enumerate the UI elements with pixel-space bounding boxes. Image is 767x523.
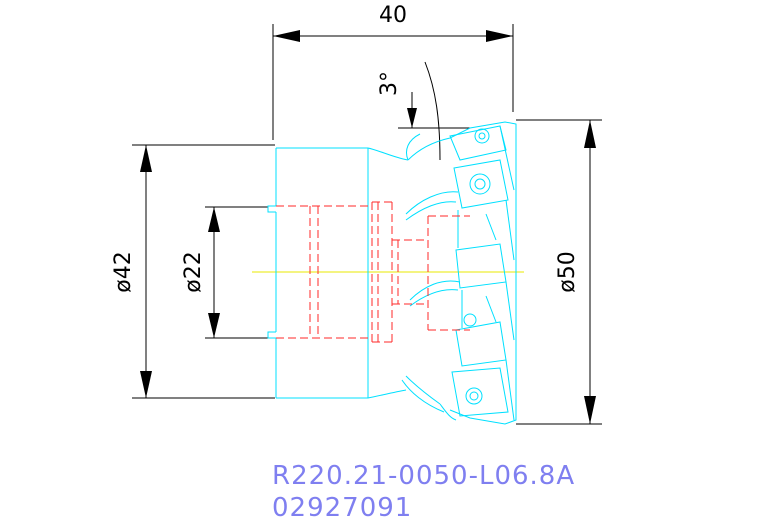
angle-dimension: 3°	[377, 61, 470, 161]
cutter-diameter-dimension: ø50	[516, 119, 602, 425]
angle-label: 3°	[377, 71, 402, 96]
shank-diameter-label: ø42	[111, 251, 136, 292]
bore-diameter-label: ø22	[181, 251, 206, 292]
hidden-bore-lines	[276, 201, 470, 343]
bore-diameter-dimension: ø22	[181, 206, 268, 339]
shank-diameter-dimension: ø42	[111, 144, 275, 399]
part-number: 02927091	[272, 493, 412, 523]
length-label: 40	[379, 3, 407, 28]
part-code: R220.21-0050-L06.8A	[272, 461, 575, 491]
length-dimension: 40	[272, 3, 514, 140]
cutter-body	[267, 121, 517, 425]
cutter-diameter-label: ø50	[555, 251, 580, 292]
